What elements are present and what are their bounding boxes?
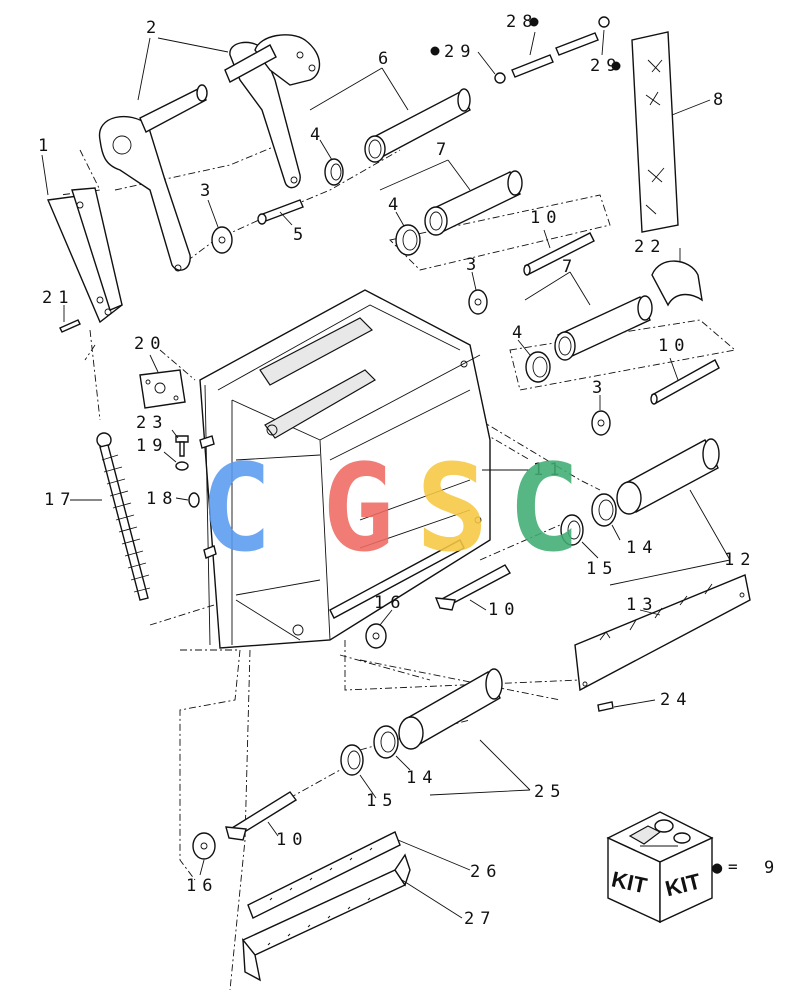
callout-7-a: 7	[436, 140, 452, 160]
callout-3-a: 3	[200, 181, 216, 201]
kit-box-icon: KIT KIT	[606, 811, 714, 924]
callout-7-b: 7	[562, 257, 578, 277]
callout-20: 20	[134, 334, 166, 354]
callout-29-b: 29	[590, 56, 622, 76]
callout-25: 25	[534, 782, 566, 802]
seal-part-14-upper	[591, 493, 617, 527]
callout-17: 17	[44, 490, 76, 510]
tube-part-25	[398, 668, 503, 750]
tube-part-6	[364, 88, 471, 163]
flange-part-16-upper	[365, 623, 387, 649]
kit-legend-symbol: ●	[712, 858, 723, 878]
callout-18: 18	[146, 489, 178, 509]
tube-part-12	[616, 438, 720, 515]
callout-15-b: 15	[366, 791, 398, 811]
leader-lines	[41, 29, 731, 919]
mount-plate-part-20	[139, 369, 186, 409]
callout-3-b: 3	[466, 255, 482, 275]
callout-10-c: 10	[488, 600, 520, 620]
shaft-part-10-d	[225, 791, 298, 841]
seal-part-14-lower	[373, 725, 399, 759]
callout-6: 6	[378, 49, 394, 69]
callout-10-d: 10	[276, 830, 308, 850]
callout-15-a: 15	[586, 559, 618, 579]
callout-22: 22	[634, 237, 666, 257]
bar-part-26	[247, 831, 401, 919]
side-plate-part-1	[46, 187, 123, 324]
pin-part-5	[257, 199, 304, 225]
callout-16-b: 16	[186, 876, 218, 896]
callout-26: 26	[470, 862, 502, 882]
bearing-cap-part-3	[211, 226, 611, 436]
half-shell-part-22	[651, 260, 703, 307]
callout-2: 2	[146, 18, 162, 38]
callout-labels: 1 2 3 3 3 4 4 4 5 6 7 7 8 10 10 10 10 11…	[38, 12, 756, 929]
callout-27: 27	[464, 909, 496, 929]
watermark-letter-3: S	[416, 440, 488, 579]
callout-28: 28	[506, 12, 538, 32]
main-frame-part-11	[199, 289, 491, 649]
flange-part-16-lower	[192, 832, 216, 860]
callout-16-a: 16	[374, 593, 406, 613]
callout-13: 13	[626, 595, 658, 615]
kit-legend: ● = 9	[712, 857, 780, 878]
kit-markers	[430, 17, 621, 71]
nut-part-19	[175, 461, 189, 471]
callout-21: 21	[42, 288, 74, 308]
callout-8: 8	[713, 90, 729, 110]
callout-4-a: 4	[310, 125, 326, 145]
lever-arm-part-2	[98, 34, 321, 272]
callout-14-b: 14	[406, 768, 438, 788]
tube-part-7-lower	[554, 295, 653, 361]
callout-4-c: 4	[512, 323, 528, 343]
tube-part-7-upper	[424, 170, 523, 236]
callout-4-b: 4	[388, 195, 404, 215]
callout-10-a: 10	[530, 208, 562, 228]
shaft-part-10-c	[434, 564, 511, 611]
nut-part-29	[494, 16, 610, 84]
wear-strip-part-8	[631, 31, 679, 233]
callout-12: 12	[724, 550, 756, 570]
rod-part-28	[511, 32, 599, 78]
callout-11: 11	[533, 460, 565, 480]
callout-3-c: 3	[592, 378, 608, 398]
callout-19: 19	[136, 436, 168, 456]
screw-part-24	[597, 701, 614, 712]
bolt-part-23	[175, 435, 189, 457]
knife-bar-part-13	[574, 574, 751, 692]
callout-23: 23	[136, 413, 168, 433]
bearing-part-15-lower	[340, 744, 364, 776]
screw-part-21	[59, 319, 81, 333]
watermark-letter-2: G	[322, 440, 394, 579]
bracket-part-27	[241, 853, 411, 982]
plug-part-18	[188, 492, 200, 508]
watermark-letter-1: C	[200, 440, 272, 579]
bearing-part-15-upper	[560, 514, 584, 546]
callout-14-a: 14	[626, 538, 658, 558]
callout-10-b: 10	[658, 336, 690, 356]
callout-24: 24	[660, 690, 692, 710]
callout-5: 5	[293, 225, 309, 245]
shaft-part-10-a	[523, 232, 595, 276]
shaft-part-10-b	[650, 359, 720, 405]
roller-bearing-part-4	[324, 158, 551, 383]
callout-29-a: 29	[444, 42, 476, 62]
cgsc-watermark: C G S C	[200, 440, 580, 579]
callout-9: 9	[764, 858, 780, 878]
kit-legend-equals: =	[728, 857, 738, 876]
watermark-letter-4: C	[508, 440, 580, 579]
callout-1: 1	[38, 136, 54, 156]
spring-part-17	[96, 432, 151, 601]
